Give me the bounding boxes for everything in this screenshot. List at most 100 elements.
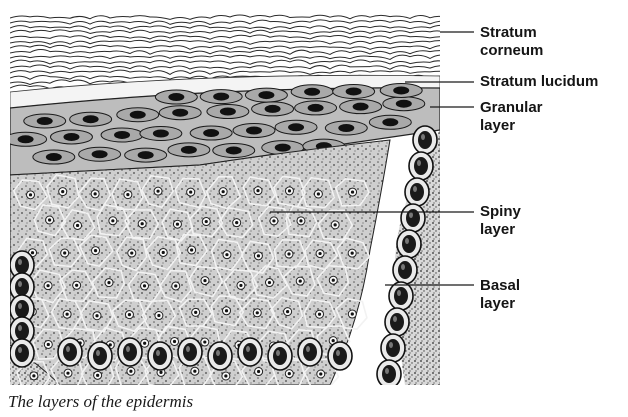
spiny-cell-nucleolus [225,309,228,312]
spiny-cell-nucleolus [239,284,242,287]
spiny-cell-nucleolus [94,249,97,252]
spiny-cell-nucleolus [76,224,79,227]
granular-cell-nucleus [258,91,274,99]
granular-cell-nucleus [130,111,146,119]
granular-cell-nucleus [114,131,130,139]
basal-cell-nucleus [15,344,29,362]
basal-cell-nucleus [382,365,396,383]
corneum-fiber-line [10,45,450,49]
granular-cell-nucleus [308,104,324,112]
basal-cell-highlight [216,350,220,356]
basal-cell-highlight [336,350,340,356]
spiny-cell-nucleolus [268,281,271,284]
spiny-cell-nucleolus [351,312,354,315]
spiny-cell-nucleolus [203,340,206,343]
spiny-cell-nucleolus [159,371,162,374]
granular-cell-nucleus [338,124,354,132]
basal-cell-nucleus [123,343,137,361]
granular-cell-nucleus [353,103,369,111]
figure-caption: The layers of the epidermis [8,392,193,412]
basal-cell-nucleus [398,261,412,279]
spiny-cell-nucleolus [48,218,51,221]
granular-cell-nucleus [63,133,79,141]
spiny-cell-nucleolus [61,190,64,193]
spiny-cell-nucleolus [299,219,302,222]
granular-cell-nucleus [346,87,362,95]
spiny-cell-nucleolus [63,251,66,254]
spiny-cell-nucleolus [332,339,335,342]
spiny-cell-nucleolus [318,252,321,255]
basal-cell-nucleus [414,157,428,175]
granular-cell-nucleus [181,146,197,154]
basal-cell-highlight [421,134,425,140]
spiny-cell-nucleolus [193,370,196,373]
spiny-cell-nucleolus [66,313,69,316]
granular-cell-nucleus [138,151,154,159]
granular-cell-nucleus [203,129,219,137]
corneum-fiber-line [10,49,450,54]
spiny-cell-nucleolus [31,251,34,254]
spiny-cell-nucleolus [157,314,160,317]
label-stratum-lucidum: Stratum lucidum [480,73,598,91]
basal-cell-nucleus [15,256,29,274]
basal-cell-nucleus [63,343,77,361]
corneum-fiber-line [10,35,450,39]
spiny-cell-nucleolus [107,281,110,284]
spiny-cell-nucleolus [256,189,259,192]
spiny-cell-nucleolus [75,284,78,287]
basal-cell-nucleus [303,343,317,361]
label-granular-layer: Granular layer [480,99,543,135]
basal-cell-highlight [18,347,22,353]
granular-cell-nucleus [396,100,412,108]
basal-cell-nucleus [243,343,257,361]
spiny-cell-nucleolus [225,253,228,256]
spiny-cell-nucleolus [257,254,260,257]
spiny-cell-nucleolus [32,374,35,377]
basal-cell-highlight [276,350,280,356]
label-stratum-corneum: Stratum corneum [480,24,543,60]
basal-cell-highlight [156,350,160,356]
basal-cell-nucleus [183,343,197,361]
spiny-cell-nucleolus [317,192,320,195]
granular-cell-nucleus [37,117,53,125]
corneum-fiber-line [10,60,450,64]
spiny-cell-nucleolus [173,340,176,343]
spiny-cell-nucleolus [190,248,193,251]
spiny-cell-nucleolus [256,311,259,314]
spiny-cell-nucleolus [222,190,225,193]
basal-cell-nucleus [333,347,347,365]
basal-cell-nucleus [386,339,400,357]
basal-cell-nucleus [213,347,227,365]
basal-cell-highlight [126,346,130,352]
spiny-cell-nucleolus [46,284,49,287]
spiny-cell-nucleolus [129,370,132,373]
granular-cell-nucleus [265,105,281,113]
spiny-cell-nucleolus [189,190,192,193]
spiny-cell-nucleolus [174,284,177,287]
spiny-cell-nucleolus [47,343,50,346]
spiny-cell-nucleolus [288,189,291,192]
granular-cell-nucleus [92,150,108,158]
spiny-cell-nucleolus [203,279,206,282]
spiny-cell-nucleolus [334,223,337,226]
granular-cell-nucleus [393,86,409,94]
granular-cell-nucleus [246,127,262,135]
basal-cell-nucleus [93,347,107,365]
basal-cell-highlight [417,160,421,166]
granular-cell-nucleus [168,93,184,101]
corneum-fiber-line [10,65,450,69]
spiny-cell-nucleolus [299,280,302,283]
corneum-fiber-line [10,20,450,25]
granular-cell-nucleus [46,153,62,161]
spiny-cell-nucleolus [351,190,354,193]
spiny-cell-nucleolus [176,223,179,226]
spiny-cell-nucleolus [288,372,291,375]
basal-cell-nucleus [390,313,404,331]
label-spiny-layer: Spiny layer [480,203,521,239]
basal-cell-nucleus [15,300,29,318]
basal-cell-highlight [413,186,417,192]
spiny-cell-nucleolus [130,251,133,254]
corneum-fiber-line [10,30,450,35]
basal-cell-highlight [18,259,22,265]
